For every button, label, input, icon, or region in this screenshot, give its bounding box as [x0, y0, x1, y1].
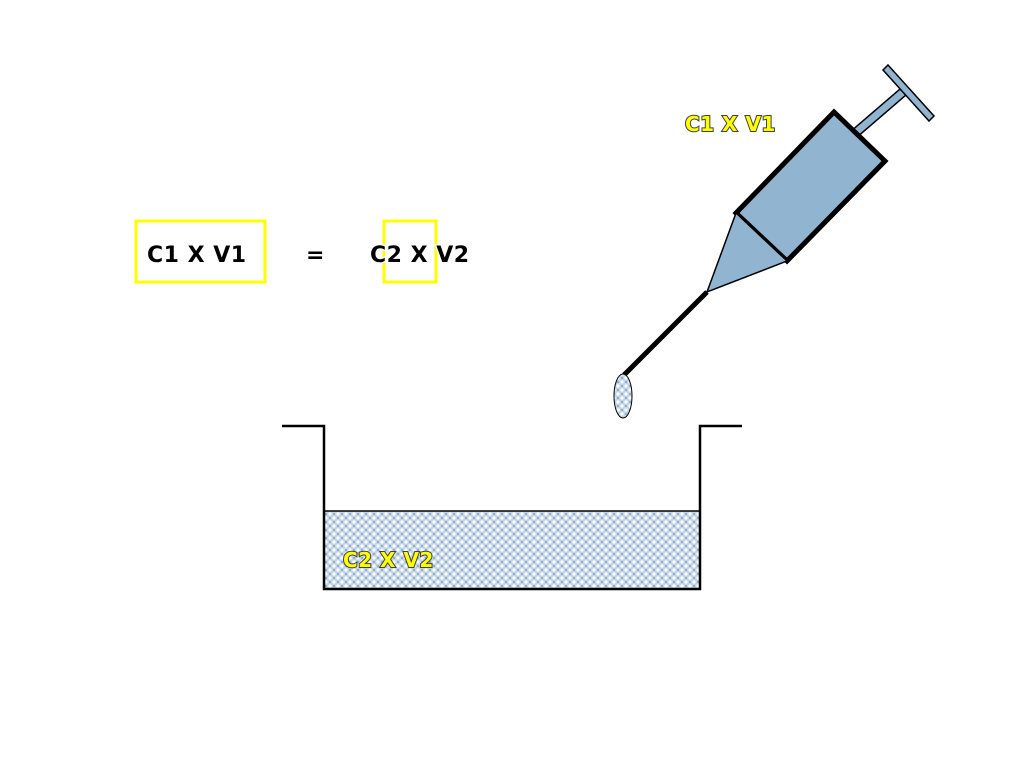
left-highlight-box — [134, 219, 267, 284]
container-label: C2 X V2 — [343, 548, 434, 572]
syringe: C1 X V1 — [613, 63, 936, 419]
syringe-label: C1 X V1 — [685, 112, 776, 136]
container-outline — [282, 424, 742, 591]
equation-right-term: C2 X V2 — [370, 243, 470, 268]
container: C2 X V2 — [282, 424, 742, 591]
syringe-plunger-handle — [881, 63, 936, 123]
syringe-plunger-rod — [848, 87, 908, 140]
equation-operator: = — [306, 243, 325, 268]
droplet — [613, 373, 633, 419]
syringe-needle — [622, 290, 709, 377]
equation-left-term: C1 X V1 — [147, 243, 247, 268]
syringe-tip — [705, 211, 789, 294]
container-liquid — [324, 511, 700, 589]
right-highlight-box — [382, 219, 438, 284]
equation: C1 X V1 = C2 X V2 — [134, 219, 470, 284]
